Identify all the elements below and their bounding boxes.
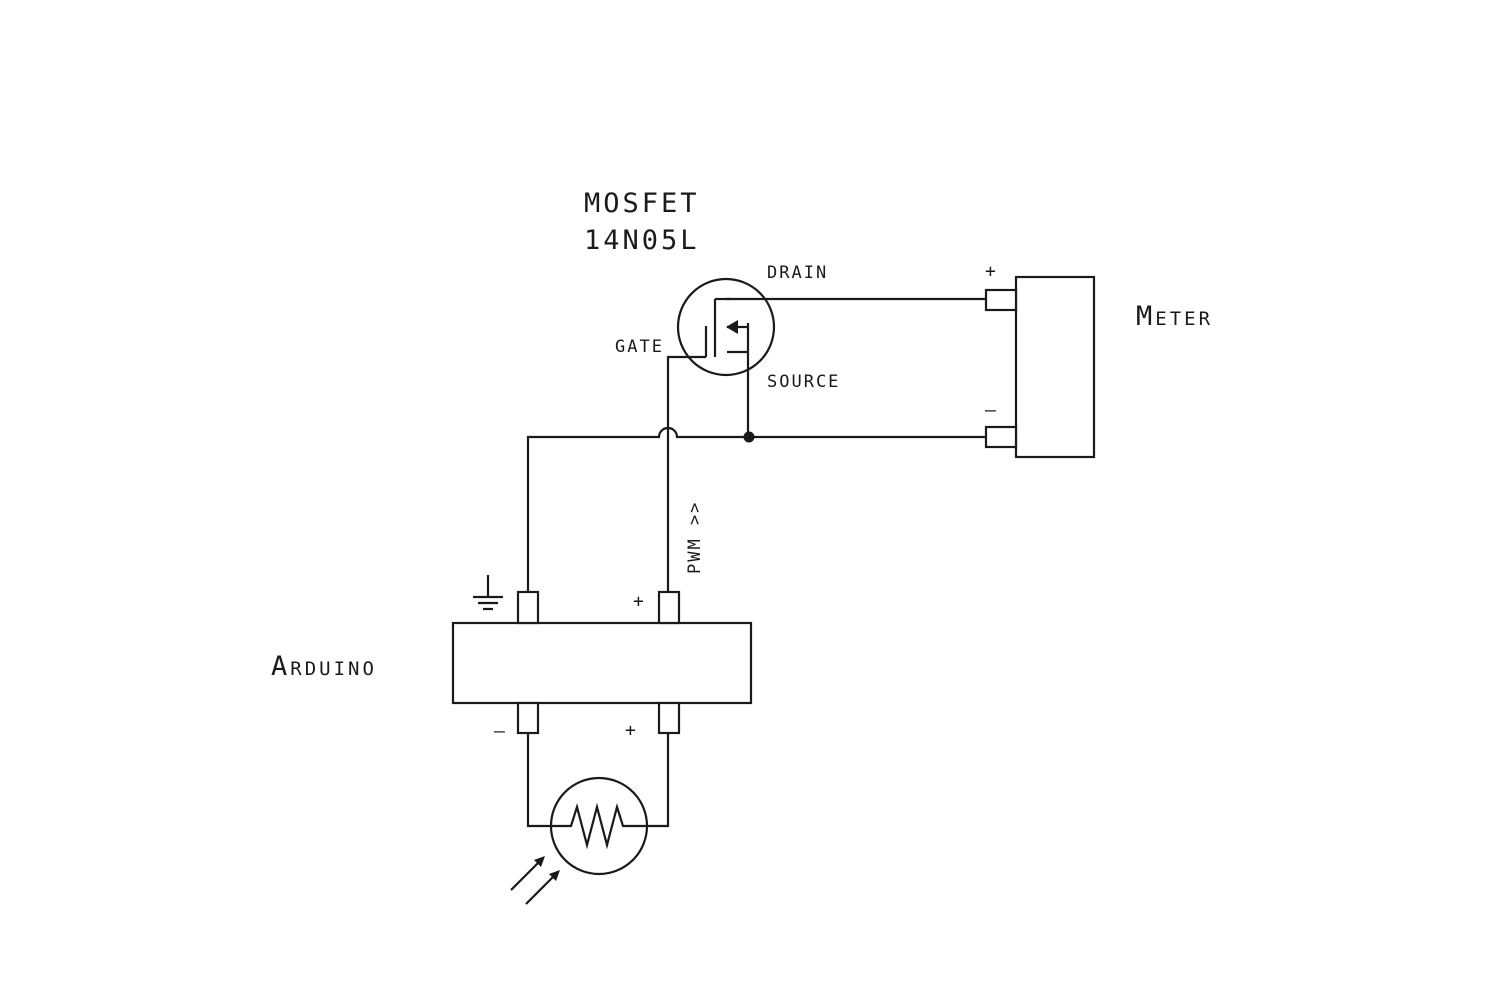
arduino-minus-terminal xyxy=(516,701,540,735)
ground-wire xyxy=(526,426,986,592)
mosfet-title-line2: 14N05L xyxy=(584,225,700,256)
meter-label: Meter xyxy=(1136,301,1213,332)
gate-wire xyxy=(666,355,706,592)
light-arrows-icon xyxy=(510,856,560,905)
meter-plus-label: + xyxy=(985,261,996,282)
gate-label: GATE xyxy=(615,337,664,357)
meter-minus-terminal xyxy=(984,425,1018,449)
arduino-pwm-terminal xyxy=(657,590,681,625)
mosfet-symbol xyxy=(676,277,776,377)
meter-block xyxy=(984,275,1096,459)
drain-label: DRAIN xyxy=(767,263,828,283)
meter-minus-label: – xyxy=(985,400,996,421)
photoresistor-icon xyxy=(526,733,670,876)
ground-icon xyxy=(473,575,503,611)
mosfet-title-line1: MOSFET xyxy=(584,188,700,219)
meter-plus-terminal xyxy=(984,288,1018,312)
arduino-gnd-terminal xyxy=(516,590,540,625)
pwm-label: PWM >> xyxy=(685,501,705,574)
junction-dot xyxy=(743,431,755,443)
arduino-bottom-plus-label: + xyxy=(625,720,636,741)
arduino-bottom-minus-label: – xyxy=(494,721,505,742)
arduino-plus-terminal xyxy=(657,701,681,735)
arduino-block xyxy=(451,590,753,735)
arduino-top-plus-label: + xyxy=(633,591,644,612)
source-label: SOURCE xyxy=(767,372,840,392)
arduino-label: Arduino xyxy=(271,651,377,682)
